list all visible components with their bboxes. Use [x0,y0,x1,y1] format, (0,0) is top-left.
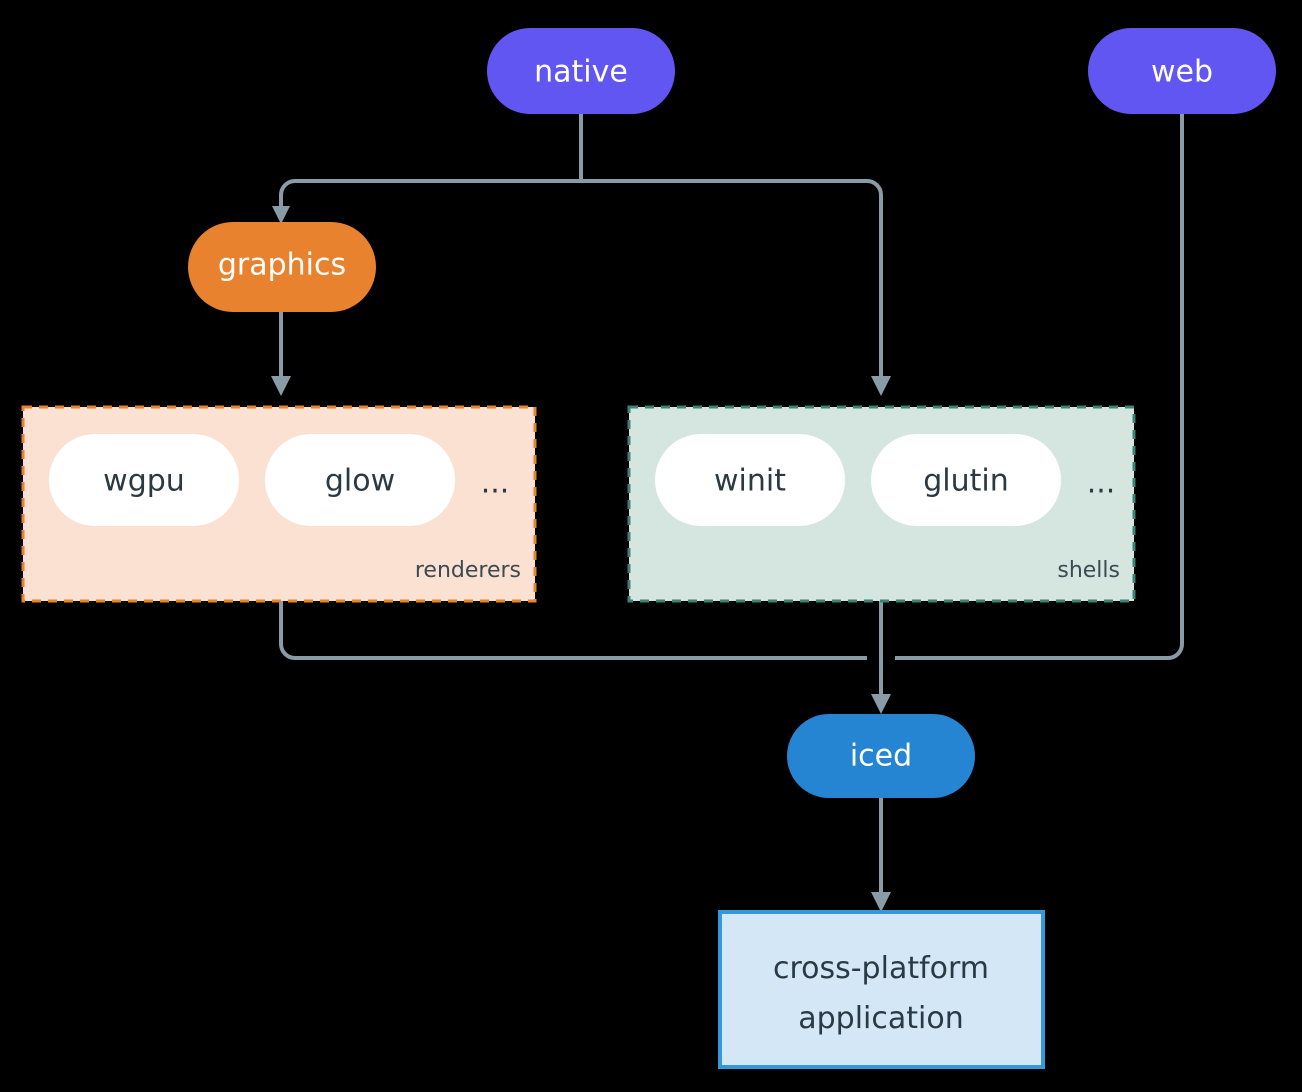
edge-layer [271,114,1184,912]
glutin-pill [871,434,1061,526]
iced-pill [787,714,975,798]
edge-web-to-merge [895,114,1184,660]
glow-label: glow [325,464,395,499]
node-graphics[interactable]: graphics [188,222,376,312]
arrowhead-graphics [272,206,290,224]
shells-caption: shells [1057,558,1120,583]
native-pill [487,28,675,114]
arrowhead-application [871,892,891,912]
renderers-item-glow[interactable]: glow [265,434,455,526]
shells-item-glutin[interactable]: glutin [871,434,1061,526]
glow-pill [265,434,455,526]
glutin-label: glutin [923,464,1009,499]
graphics-label: graphics [218,248,346,283]
web-label: web [1151,55,1213,90]
group-shells[interactable]: winit glutin ... shells [627,405,1136,603]
edge-native-to-shells [581,179,883,382]
winit-pill [655,434,845,526]
node-web[interactable]: web [1088,28,1276,114]
node-iced[interactable]: iced [787,714,975,798]
renderers-caption: renderers [415,558,521,583]
shells-more-ellipsis: ... [1087,466,1116,501]
application-label-line1: cross-platform [773,951,989,986]
iced-label: iced [850,739,912,774]
renderers-item-wgpu[interactable]: wgpu [49,434,239,526]
edge-renderers-to-merge [279,601,867,660]
graphics-pill [188,222,376,312]
node-application[interactable]: cross-platform application [718,910,1045,1069]
node-native[interactable]: native [487,28,675,114]
web-pill [1088,28,1276,114]
group-renderers[interactable]: wgpu glow ... renderers [21,405,537,603]
application-box [718,910,1045,1069]
application-label-line2: application [798,1001,963,1036]
edge-native-to-graphics [279,179,581,213]
winit-label: winit [714,464,786,499]
arrowhead-renderers [271,376,291,396]
native-label: native [534,55,628,90]
shells-item-winit[interactable]: winit [655,434,845,526]
wgpu-pill [49,434,239,526]
wgpu-label: wgpu [103,464,185,499]
arrowhead-shells [871,376,891,396]
arrowhead-iced [871,694,891,714]
renderers-more-ellipsis: ... [481,466,510,501]
